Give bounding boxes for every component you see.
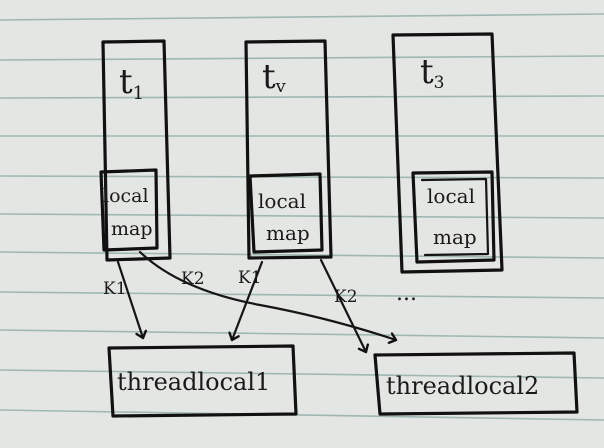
thread-t2: tv local map bbox=[244, 39, 333, 260]
thread-t3-localmap-line2: map bbox=[433, 225, 477, 249]
thread-t1-localmap-line1: local bbox=[103, 185, 149, 207]
thread-t2-box bbox=[244, 39, 333, 260]
threadlocal1-box bbox=[107, 344, 298, 418]
ruled-lines bbox=[0, 13, 604, 421]
thread-t3-localmap-line1: local bbox=[427, 184, 475, 208]
thread-t3-localmap-box bbox=[411, 170, 496, 264]
threadlocal1-label: threadlocal1 bbox=[117, 368, 270, 396]
thread-t2-localmap-box bbox=[248, 172, 324, 254]
thread-t2-localmap-line1: local bbox=[258, 189, 306, 213]
thread-t1-localmap-line2: map bbox=[111, 218, 153, 240]
threadlocal2-label: threadlocal2 bbox=[386, 372, 539, 400]
key-label-k1-mid: K1 bbox=[238, 268, 262, 288]
arrow-t1-k1-to-threadlocal1 bbox=[116, 260, 143, 338]
thread-t3: t3 local map bbox=[391, 32, 504, 274]
threadlocal2-box bbox=[373, 351, 579, 416]
thread-t1: t1 local map bbox=[99, 39, 172, 262]
threadlocal1: threadlocal1 bbox=[107, 344, 298, 418]
thread-t2-localmap-line2: map bbox=[266, 221, 310, 245]
arrow-t2-k2-to-threadlocal2 bbox=[319, 258, 366, 352]
thread-t3-label: t3 bbox=[420, 52, 445, 93]
thread-t3-localmap-inner-box bbox=[420, 177, 490, 257]
thread-t1-box bbox=[101, 39, 172, 262]
key-label-k2-mid: K2 bbox=[334, 287, 358, 307]
threadlocal2: threadlocal2 bbox=[373, 351, 579, 416]
thread-t3-box bbox=[391, 32, 504, 274]
thread-t2-label: tv bbox=[262, 57, 287, 97]
thread-t1-label: t1 bbox=[119, 62, 144, 104]
arrow-t2-k1-to-threadlocal1 bbox=[232, 260, 264, 340]
ellipsis-label: ... bbox=[396, 281, 417, 306]
key-label-k1-left: K1 bbox=[103, 279, 127, 299]
arrow-t1-k2-to-threadlocal2 bbox=[138, 250, 396, 340]
thread-t1-localmap-box bbox=[99, 168, 159, 252]
